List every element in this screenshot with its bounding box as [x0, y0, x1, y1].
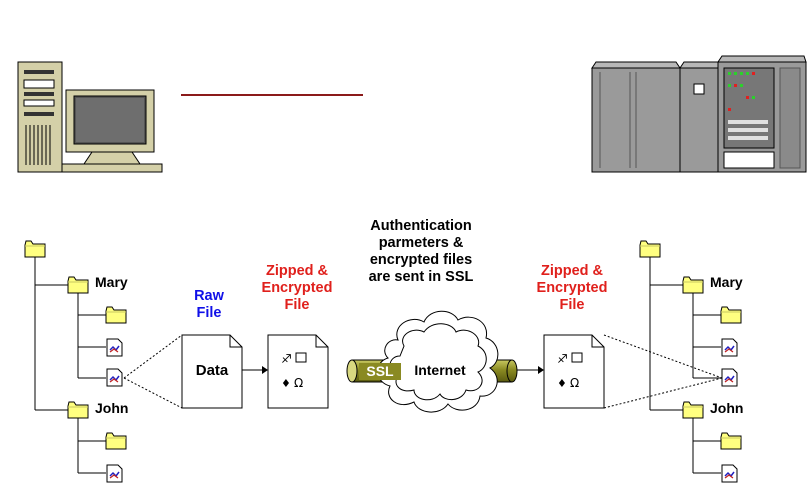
arrow-to-destination: [517, 366, 544, 374]
document-icon: [106, 338, 123, 357]
root-folder-icon: [639, 240, 661, 258]
svg-text:Ω: Ω: [294, 376, 303, 390]
document-icon: [106, 464, 123, 483]
server-rack-icon: [591, 55, 807, 173]
right-mary-label: Mary: [710, 274, 743, 290]
raw-data-document-icon: [181, 334, 243, 409]
encrypted-document-icon: ♐ ♦ Ω: [543, 334, 605, 409]
folder-icon: [105, 306, 127, 324]
left-john-label: John: [95, 400, 129, 416]
folder-icon: [720, 432, 742, 450]
workstation-icon: [17, 61, 163, 173]
folder-icon: [105, 432, 127, 450]
left-mary-label: Mary: [95, 274, 128, 290]
ssl-label: SSL: [359, 363, 401, 380]
top-divider-line: [181, 94, 363, 96]
svg-text:♦: ♦: [281, 377, 291, 390]
right-tree-lines: [649, 257, 721, 474]
svg-text:♐: ♐: [281, 352, 292, 366]
left-tree-lines: [34, 257, 106, 474]
john-folder-icon: [682, 401, 704, 419]
svg-text:♐: ♐: [557, 352, 568, 366]
root-folder-icon: [24, 240, 46, 258]
arrow-to-encrypted: [242, 366, 268, 374]
left-zoom-lines: [123, 334, 183, 409]
right-john-label: John: [710, 400, 744, 416]
john-folder-icon: [67, 401, 89, 419]
folder-icon: [720, 306, 742, 324]
svg-text:♦: ♦: [557, 377, 567, 390]
document-icon: [721, 368, 738, 387]
mary-folder-icon: [682, 276, 704, 294]
internet-label: Internet: [404, 362, 476, 379]
document-icon: [721, 464, 738, 483]
svg-text:Ω: Ω: [570, 376, 579, 390]
mary-folder-icon: [67, 276, 89, 294]
right-zoom-lines: [603, 334, 723, 409]
encrypted-document-icon: ♐ ♦ Ω: [267, 334, 329, 409]
data-document-label: Data: [195, 362, 229, 379]
document-icon: [721, 338, 738, 357]
document-icon: [106, 368, 123, 387]
